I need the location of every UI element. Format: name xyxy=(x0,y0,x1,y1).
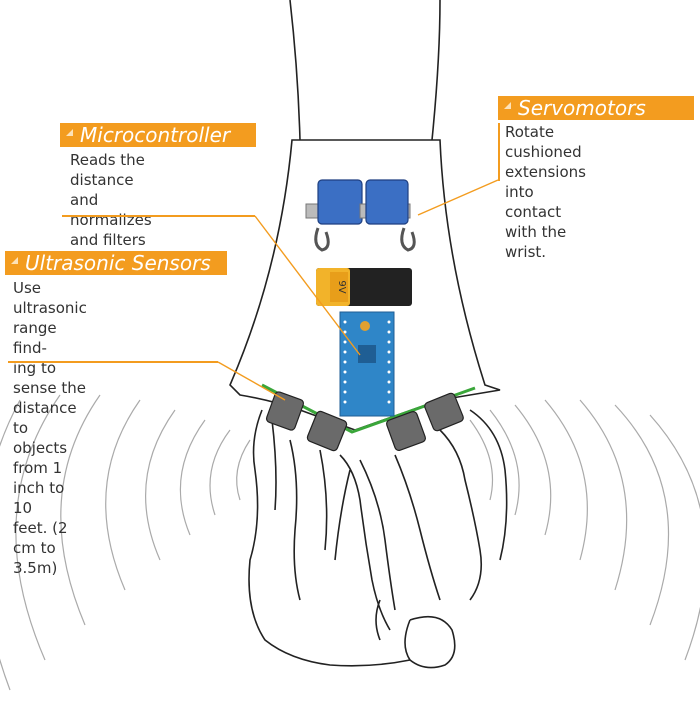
arm-outline xyxy=(289,0,441,141)
servomotors xyxy=(305,179,416,252)
battery-label: 9V xyxy=(336,280,347,293)
sound-waves-left xyxy=(0,394,251,691)
ultrasonic-leader xyxy=(217,361,286,401)
ultrasonic-sensor xyxy=(265,391,305,431)
ultrasonic-sensor-array xyxy=(265,391,464,452)
servomotors-description: Rotate cushioned extensions into contact… xyxy=(505,123,586,261)
leader-lines xyxy=(217,179,499,401)
servomotors-leader xyxy=(417,179,499,216)
servo-left xyxy=(317,179,363,225)
ultrasonic-sensor xyxy=(424,392,464,432)
microcontroller-leader xyxy=(254,215,361,356)
ultrasonic-underline xyxy=(8,361,218,363)
ultrasonic-description: Use ultrasonic range find- ing to sense … xyxy=(13,279,87,577)
ultrasonic-title: Ultrasonic Sensors xyxy=(5,251,227,275)
ultrasonic-sensor xyxy=(386,411,426,451)
servo-right xyxy=(365,179,409,225)
sound-waves-right xyxy=(469,399,700,661)
microcontroller-title: Microcontroller xyxy=(60,123,256,147)
microcontroller-board xyxy=(339,311,395,417)
servomotors-title: Servomotors xyxy=(498,96,694,120)
ultrasonic-sensor xyxy=(306,410,348,452)
hand-outline xyxy=(248,409,508,669)
battery-9v: 9V xyxy=(316,268,412,306)
servomotors-underline xyxy=(498,123,500,181)
microcontroller-underline xyxy=(62,215,255,217)
